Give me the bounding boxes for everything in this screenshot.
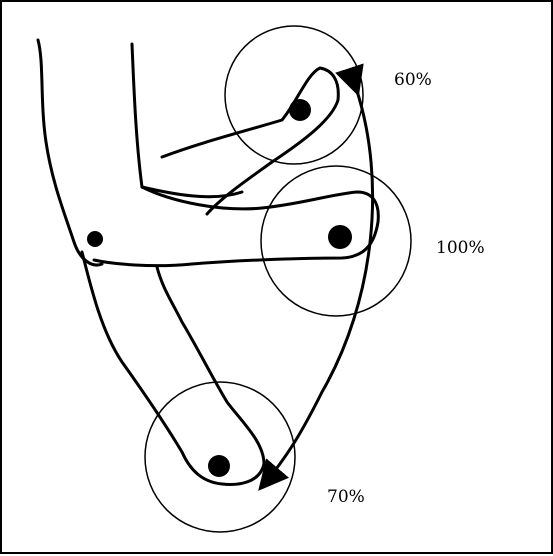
- label-low: 70%: [327, 487, 365, 507]
- hand-dot-high: [289, 99, 311, 121]
- range-circle-high: [225, 26, 363, 164]
- upper-arm-outline: [38, 40, 242, 265]
- label-horizontal: 100%: [436, 238, 485, 258]
- forearm-position-high: [162, 68, 338, 214]
- shoulder-joint-dot: [87, 231, 103, 247]
- hand-dot-horizontal: [328, 225, 352, 249]
- label-high: 60%: [394, 70, 432, 90]
- forearm-position-low: [82, 252, 264, 484]
- motion-arrow: [264, 88, 373, 484]
- hand-dot-low: [208, 455, 230, 477]
